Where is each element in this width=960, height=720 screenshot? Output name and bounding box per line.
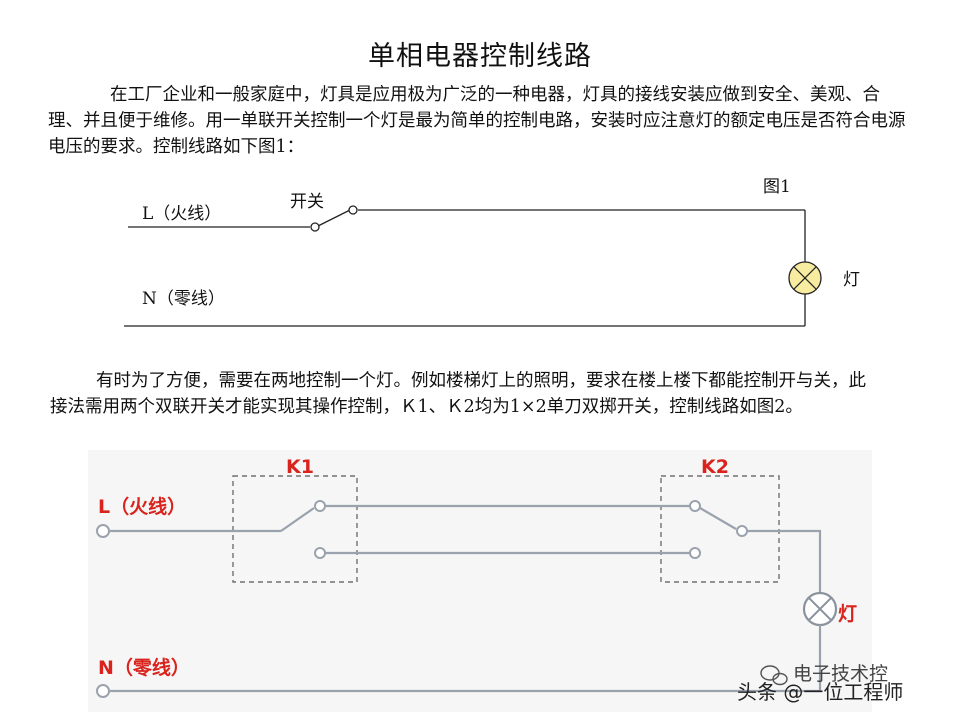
figure2-switched-wire [747, 529, 822, 593]
double-throw-switch-icon [689, 500, 748, 559]
figure2-live-wire-label: L（火线） [98, 495, 186, 518]
switch2-box [660, 475, 780, 583]
figure1-neutral-wire-label: N（零线） [142, 289, 225, 309]
second-paragraph: 有时为了方便，需要在两地控制一个灯。例如楼梯灯上的照明，要求在楼上楼下都能控制开… [50, 371, 866, 417]
double-throw-switch-icon [280, 500, 326, 559]
single-pole-switch-icon [310, 205, 358, 232]
figure1-switch-label: 开关 [290, 192, 324, 212]
wechat-icon [760, 665, 788, 686]
live-terminal [96, 524, 110, 538]
page-title: 单相电器控制线路 [368, 41, 592, 72]
figure1-lamp-label: 灯 [843, 270, 860, 290]
figure2-lamp-label: 灯 [838, 603, 857, 625]
watermark-right: 电子技术控 [793, 663, 888, 685]
figure2-background [88, 450, 872, 712]
figure1-live-wire [128, 209, 806, 262]
lamp-icon [788, 261, 822, 295]
figure1-caption: 图1 [763, 177, 791, 197]
intro-paragraph: 在工厂企业和一般家庭中，灯具是应用极为广泛的一种电器，灯具的接线安装应做到安全、… [48, 85, 906, 157]
figure2-switch1-label: K1 [286, 456, 314, 478]
figure1-neutral-wire [124, 294, 806, 327]
figure2-neutral-wire-label: N（零线） [98, 656, 190, 679]
lamp-icon [802, 591, 838, 627]
watermark-left: 头条 @一位工程师 [737, 680, 903, 704]
figure2-switch2-label: K2 [701, 456, 729, 478]
switch1-box [232, 475, 358, 583]
neutral-terminal [96, 684, 110, 698]
figure2-neutral-wire [110, 625, 822, 693]
figure1-live-wire-label: L（火线） [142, 204, 221, 224]
